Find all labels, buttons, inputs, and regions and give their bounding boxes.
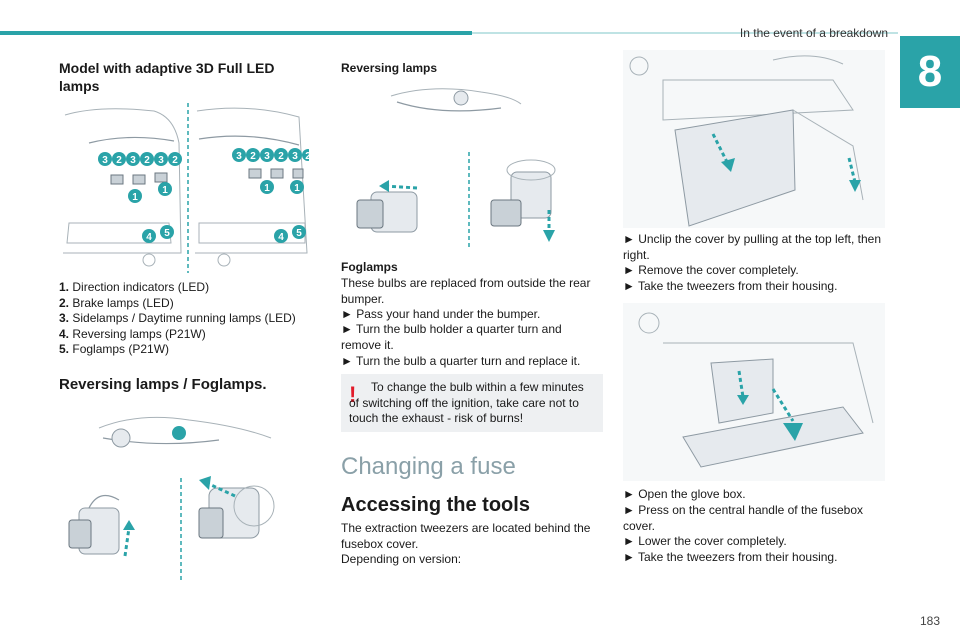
header-accent-line: [472, 32, 898, 34]
reversing-lamps-figure: [356, 88, 556, 250]
foglamps-step: ► Turn the bulb a quarter turn and repla…: [341, 354, 581, 368]
callout-3: 3: [158, 155, 164, 166]
callout-4: 4: [146, 232, 152, 243]
led-lamps-heading: Model with adaptive 3D Full LED lamps: [59, 60, 275, 94]
foglamps-heading: Foglamps: [341, 260, 398, 274]
callout-1: 1: [162, 185, 168, 196]
callout-3: 3: [130, 155, 136, 166]
callout-3: 3: [264, 151, 270, 162]
reversing-foglamps-heading: Reversing lamps / Foglamps.: [59, 376, 267, 393]
callout-2: 2: [305, 151, 309, 162]
warning-box: ! To change the bulb within a few minute…: [341, 374, 603, 432]
step-a: ► Unclip the cover by pulling at the top…: [623, 232, 882, 262]
step-b: ► Press on the central handle of the fus…: [623, 503, 864, 533]
legend-item: 2. Brake lamps (LED): [59, 295, 174, 310]
callout-group-right: 3 2 3 2 3 2 1 1 4 5: [232, 148, 309, 243]
version-text: Depending on version:: [341, 552, 462, 566]
callout-4: 4: [278, 232, 284, 243]
section-title: Changing a fuse: [341, 453, 516, 480]
foglamps-step: ► Turn the bulb holder a quarter turn an…: [341, 322, 562, 352]
lamp-legend: 1. Direction indicators (LED) 2. Brake l…: [59, 280, 309, 358]
callout-2: 2: [278, 151, 284, 162]
foglamps-intro: These bulbs are replaced from outside th…: [341, 276, 591, 306]
chapter-tab: 8: [900, 36, 960, 108]
reversing-foglamps-figure: [68, 416, 275, 580]
callout-1: 1: [264, 183, 270, 194]
step-b: ► Open the glove box.: [623, 487, 746, 501]
callout-1: 1: [294, 183, 300, 194]
fusebox-cover-figure-a: [623, 50, 885, 228]
callout-2: 2: [250, 151, 256, 162]
reversing-lamps-heading: Reversing lamps: [341, 61, 438, 75]
step-a: ► Remove the cover completely.: [623, 263, 799, 277]
step-a: ► Take the tweezers from their housing.: [623, 279, 838, 293]
step-b: ► Lower the cover completely.: [623, 534, 787, 548]
fusebox-cover-figure-b: [623, 303, 885, 481]
callout-3: 3: [236, 151, 242, 162]
rear-lamps-figure: 3 2 3 2 3 2 1 1 4 5 3 2 3 2 3 2 1 1 4 5: [63, 103, 309, 273]
callout-2: 2: [172, 155, 178, 166]
callout-1: 1: [132, 192, 138, 203]
legend-item: 5. Foglamps (P21W): [59, 342, 170, 357]
legend-item: 3. Sidelamps / Daytime running lamps (LE…: [59, 311, 296, 326]
callout-5: 5: [296, 228, 302, 239]
callout-2: 2: [144, 155, 150, 166]
callout-5: 5: [164, 228, 170, 239]
legend-item: 4. Reversing lamps (P21W): [59, 326, 206, 341]
warning-text: To change the bulb within a few minutes …: [349, 380, 584, 426]
warning-icon: !: [349, 382, 357, 407]
header-accent-bar: [0, 31, 472, 35]
foglamps-step: ► Pass your hand under the bumper.: [341, 307, 541, 321]
tools-text: The extraction tweezers are located behi…: [341, 521, 591, 551]
page-number: 183: [919, 614, 940, 628]
running-header: In the event of a breakdown: [739, 26, 888, 40]
subsection-title: Accessing the tools: [341, 494, 530, 516]
callout-2: 2: [116, 155, 122, 166]
legend-item: 1. Direction indicators (LED): [59, 280, 210, 294]
callout-group-left: 3 2 3 2 3 2 1 1 4 5: [98, 152, 182, 243]
step-b: ► Take the tweezers from their housing.: [623, 550, 838, 564]
callout-3: 3: [292, 151, 298, 162]
callout-3: 3: [102, 155, 108, 166]
